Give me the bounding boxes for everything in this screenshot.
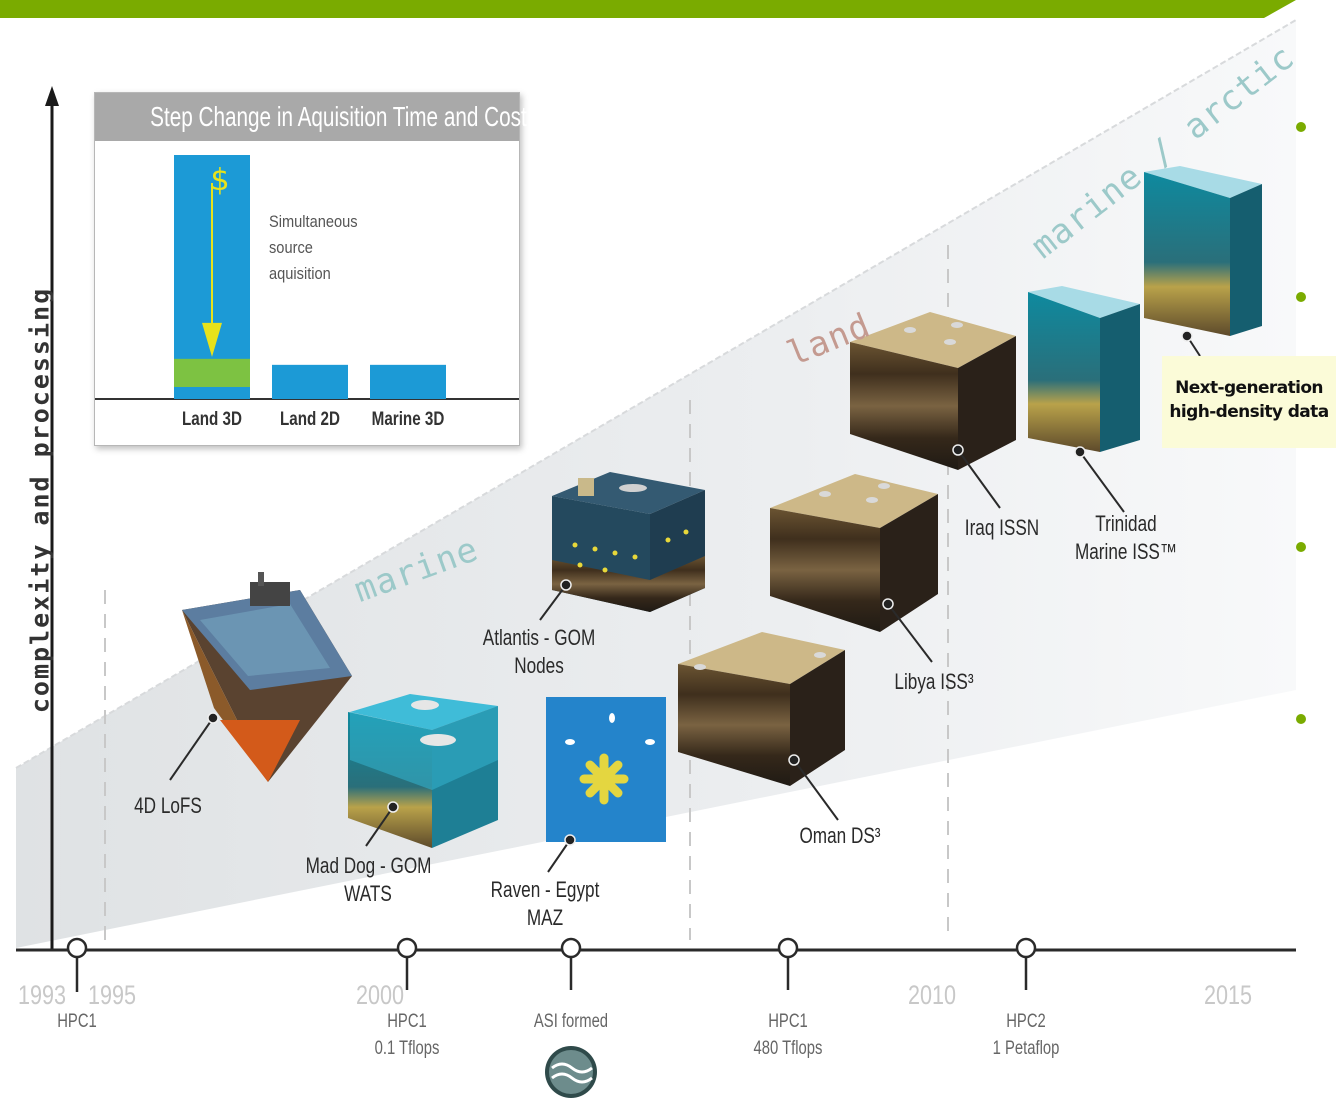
lofs-dot — [207, 712, 219, 724]
trinidad-pointer — [1079, 451, 1125, 513]
cost-inset-chart: Step Change in Aquisition Time and Cost … — [94, 92, 527, 446]
inset-annotation: Simultaneous source aquisition — [269, 209, 358, 287]
nextgen-callout: Next-generation high-density data — [1162, 356, 1336, 448]
year-label: 2000 — [356, 980, 405, 1010]
inset-bar-label: Land 3D — [182, 409, 242, 430]
raven-pointer — [547, 839, 571, 873]
inset-bar-cost-segment — [174, 358, 250, 387]
cost-arrow-head — [202, 322, 222, 357]
maddog-graphic — [348, 694, 498, 848]
bullet-marker — [1296, 542, 1306, 552]
atlantis-dot — [560, 579, 572, 591]
year-label: 2015 — [1204, 980, 1253, 1010]
y-axis-arrow — [45, 86, 59, 106]
header-bar — [0, 0, 1296, 18]
bullet-marker — [1296, 714, 1306, 724]
maddog-dot — [387, 801, 399, 813]
iraq-pointer — [957, 449, 1001, 509]
milestone-label: HPC1 — [57, 1011, 97, 1032]
header-bar-corner — [1264, 0, 1296, 18]
callout-line: high-density data — [1169, 402, 1329, 422]
year-label: 2010 — [908, 980, 957, 1010]
lofs-pointer — [169, 717, 214, 781]
inset-bar — [370, 364, 446, 399]
inset-bar — [272, 364, 348, 399]
milestone-label: ASI formed — [533, 1011, 609, 1032]
year-label: 1995 — [88, 980, 137, 1010]
project-label-oman: Oman DS³ — [799, 823, 881, 848]
bullet-marker — [1296, 292, 1306, 302]
inset-bar-label: Land 2D — [280, 409, 340, 430]
project-label-iraq: Iraq ISSN — [964, 515, 1040, 540]
raven-dot — [564, 834, 576, 846]
iraq-dot — [952, 444, 964, 456]
bullet-marker — [1296, 122, 1306, 132]
trinidad-graphic — [1028, 286, 1140, 452]
inset-bars — [95, 155, 519, 400]
project-label-libya: Libya ISS³ — [894, 669, 974, 694]
year-label: 1993 — [18, 980, 67, 1010]
lofs-graphic — [182, 572, 352, 782]
oman-pointer — [793, 759, 839, 821]
annotation-line: aquisition — [269, 264, 331, 283]
nextgen-graphic — [1144, 166, 1262, 336]
oman-dot — [788, 754, 800, 766]
inset-title: Step Change in Aquisition Time and Cost — [150, 101, 527, 132]
callout-line: Next-generation — [1175, 378, 1323, 398]
y-axis-label: complexity and processing — [25, 286, 55, 714]
project-label-lofs: 4D LoFS — [134, 793, 202, 818]
timeline-markers — [66, 937, 1037, 992]
libya-graphic — [770, 474, 938, 632]
atlantis-graphic — [552, 472, 705, 612]
oman-graphic — [678, 632, 845, 786]
inset-bar-label: Marine 3D — [371, 409, 445, 430]
raven-graphic — [546, 697, 666, 842]
dollar-icon: $ — [210, 163, 230, 198]
annotation-line: source — [269, 238, 313, 257]
atlantis-pointer — [539, 584, 567, 621]
inset-header: Step Change in Aquisition Time and Cost — [95, 93, 527, 141]
maddog-pointer — [365, 806, 394, 847]
libya-dot — [882, 598, 894, 610]
asi-logo-icon — [545, 1046, 597, 1098]
iraq-graphic — [850, 312, 1016, 470]
annotation-line: Simultaneous — [269, 212, 358, 231]
trinidad-dot — [1074, 446, 1086, 458]
nextgen-dot — [1181, 330, 1193, 342]
libya-pointer — [887, 603, 933, 663]
